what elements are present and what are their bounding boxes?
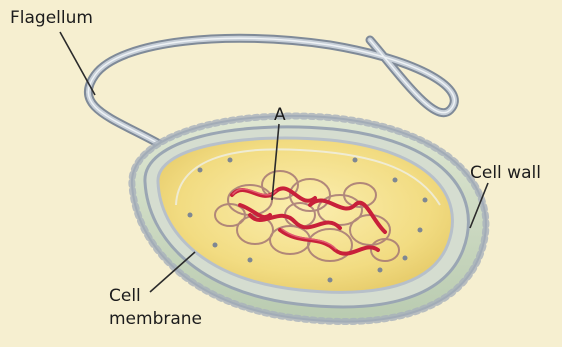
label-cell-membrane: Cell membrane bbox=[109, 285, 202, 331]
label-a: A bbox=[274, 105, 286, 125]
label-flagellum: Flagellum bbox=[10, 8, 93, 28]
label-cell-membrane-line1: Cell bbox=[109, 285, 202, 308]
label-cell-membrane-line2: membrane bbox=[109, 308, 202, 331]
label-cell-wall: Cell wall bbox=[470, 163, 541, 183]
